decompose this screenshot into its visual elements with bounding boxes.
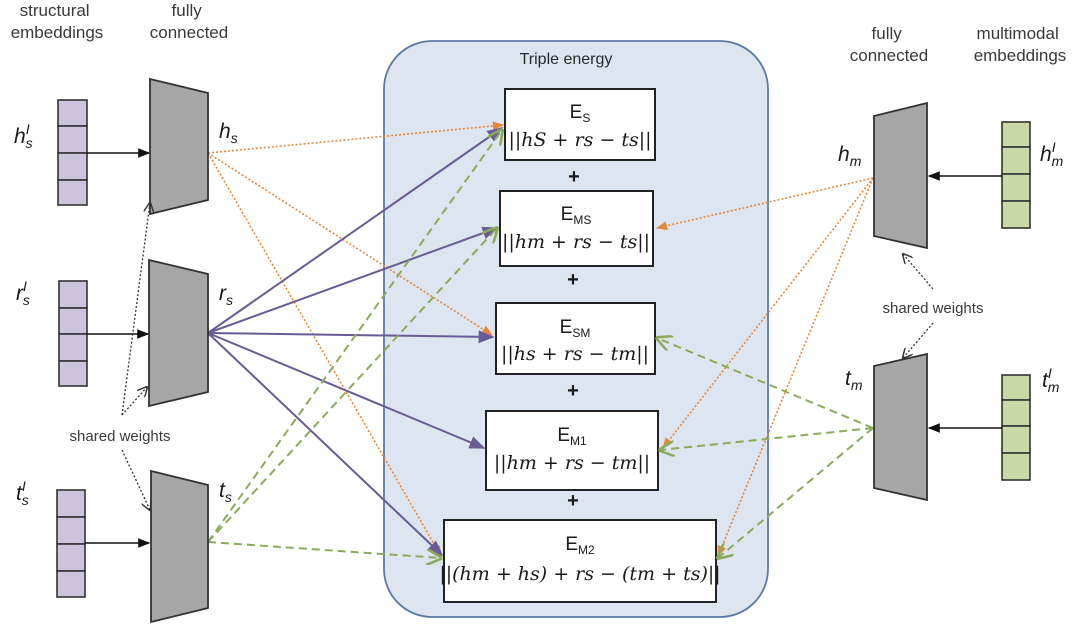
svg-text:EMS: EMS [561,204,592,227]
orange-links [207,121,874,558]
label-hm: hm [838,143,862,169]
fc-layer-rs [148,258,209,408]
svg-text:ES: ES [570,102,591,125]
svg-text:||(hm + hs) + rs − (tm + ts)||: ||(hm + hs) + rs − (tm + ts)|| [439,563,720,585]
link-ts-ems [207,228,497,543]
header-fully-connected-right: fully connected [850,24,928,65]
label-tm: tm [845,367,863,393]
svg-text:EM2: EM2 [565,534,595,557]
plus-sign: + [567,380,579,402]
fc-layer-hs [149,77,209,216]
link-hm-ems [655,177,874,231]
label-rs: rs [219,282,233,308]
fc-layer-ts [150,469,209,624]
energy-term-em1: EM1 ||hm + rs − tm|| [485,410,659,491]
link-hs-es [207,121,505,154]
header-multimodal-embeddings: multimodal embeddings [974,24,1067,65]
embedding-hm-input [1001,121,1031,229]
header-fully-connected-left: fully connected [150,1,228,42]
svg-text:||hm + rs − tm||: ||hm + rs − tm|| [494,452,650,474]
link-hs-em2 [207,152,442,557]
embedding-ts-input [56,489,86,598]
link-hm-em1 [662,177,874,449]
embedding-tm-input [1001,374,1031,481]
link-rs-es [207,127,504,334]
fc-layer-hm [873,101,928,250]
energy-term-esm: ESM ||hs + rs − tm|| [495,302,656,375]
svg-text:EM1: EM1 [557,425,587,448]
link-hs-esm [207,152,493,336]
energy-term-es: ES ||hS + rs − ts|| [504,88,656,161]
plus-sign: + [567,269,579,291]
svg-text:||hS + rs − ts||: ||hS + rs − ts|| [508,129,651,151]
svg-text:||hs + rs − tm||: ||hs + rs − tm|| [501,343,649,365]
energy-term-ems: EMS ||hm + rs − ts|| [499,190,654,267]
header-structural-embeddings: structural embeddings [11,1,104,42]
fc-layer-tm [873,352,928,502]
shared-weights-label-left: shared weights [70,428,171,445]
link-rs-em1 [207,332,486,449]
label-ts: ts [219,479,232,505]
link-hm-em2 [717,177,874,558]
svg-text:ESM: ESM [560,317,591,340]
link-rs-esm [207,330,495,344]
link-rs-ems [207,226,499,334]
shared-weights-label-right: shared weights [883,300,984,317]
label-hs: hs [219,120,238,146]
green-links [207,130,874,558]
triple-energy-title: Triple energy [520,51,613,68]
embedding-rs-input [58,280,88,387]
energy-term-em2: EM2 ||(hm + hs) + rs − (tm + ts)|| [439,519,721,603]
link-tm-em1 [660,427,874,450]
plus-sign: + [568,166,580,188]
link-rs-em2 [207,332,444,557]
link-ts-es [207,130,502,543]
purple-links [207,127,504,557]
shared-weights-pointers-left [121,203,150,510]
link-tm-esm [657,338,874,429]
embedding-hs-input [57,99,88,206]
plus-sign: + [567,490,579,512]
svg-text:||hm + rs − ts||: ||hm + rs − ts|| [502,231,650,253]
link-tm-em2 [718,427,874,558]
